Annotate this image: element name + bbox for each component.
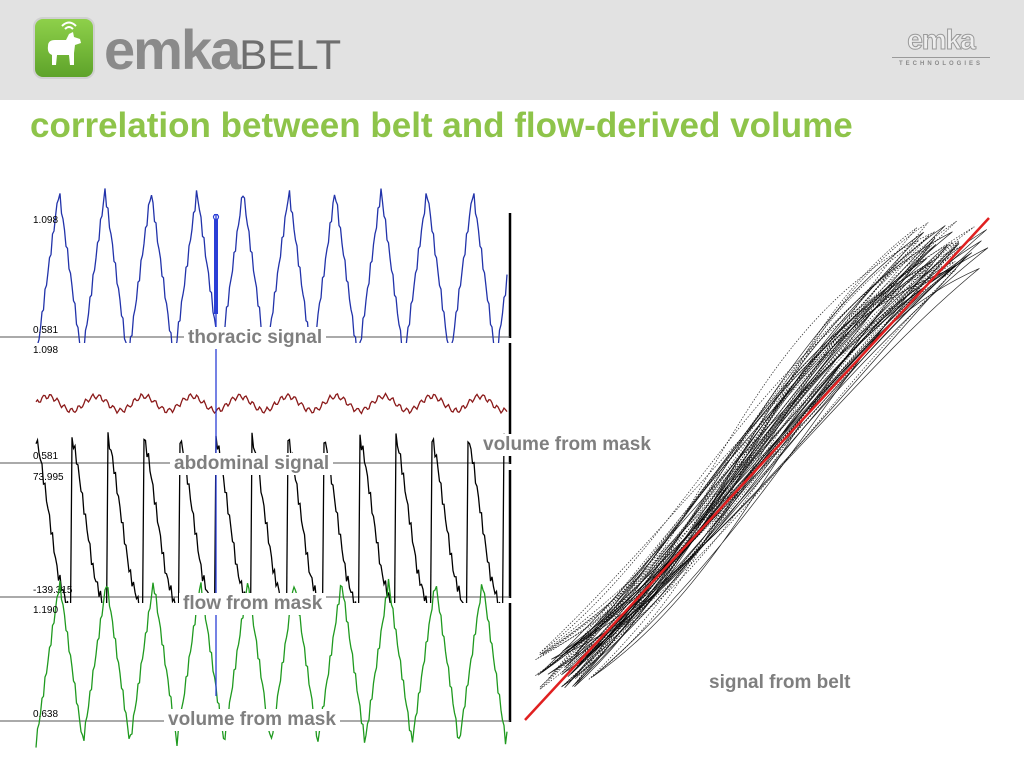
y-max-label-volume: 1.190 — [33, 605, 58, 616]
company-name: emka — [907, 24, 977, 55]
scatter-x-axis-label: signal from belt — [709, 672, 851, 694]
breath-loop — [539, 261, 956, 690]
product-suffix: BELT — [239, 31, 342, 78]
trace-label-volume: volume from mask — [164, 709, 340, 731]
company-logo: emka TECHNOLOGIES — [888, 24, 994, 68]
trace-label-abdominal: abdominal signal — [170, 453, 334, 475]
product-name: emka — [104, 18, 241, 81]
breath-loop — [537, 269, 951, 676]
breath-loop — [564, 244, 937, 689]
breath-loop — [579, 220, 957, 665]
breath-loop — [582, 269, 957, 654]
breath-loop — [579, 241, 953, 660]
company-tagline: TECHNOLOGIES — [898, 61, 983, 67]
product-logo-badge — [33, 17, 95, 79]
breath-loop — [561, 247, 989, 688]
y-max-label-flow: 73.995 — [33, 472, 64, 483]
breath-loop — [574, 261, 933, 656]
dog-icon — [47, 21, 81, 65]
trace-abdominal — [35, 392, 508, 415]
waveform-panels: 1.098 0.581 1.098 0.581 73.995 -139.315 1.190 0… — [0, 188, 512, 748]
page-title: correlation between belt and flow-derive… — [30, 106, 853, 145]
company-logo-rule — [892, 57, 990, 58]
breath-loop — [575, 246, 931, 684]
y-min-label-flow: -139.315 — [33, 585, 73, 596]
scatter-y-axis-label: volume from mask — [483, 434, 651, 456]
breath-loop — [568, 222, 929, 671]
panel-thoracic — [0, 213, 510, 338]
breath-loop — [539, 234, 930, 688]
breath-loop — [577, 237, 936, 665]
trace-label-flow: flow from mask — [179, 593, 327, 615]
y-min-label-thoracic: 0.581 — [33, 325, 58, 336]
panel-abdominal — [0, 343, 510, 464]
breath-loop — [592, 244, 949, 678]
product-logo-text: emkaBELT — [104, 20, 341, 80]
breath-loop — [535, 256, 950, 661]
y-min-label-abdominal: 0.581 — [33, 451, 58, 462]
y-max-label-abdominal: 1.098 — [33, 345, 58, 356]
regression-line — [524, 217, 990, 721]
panel-flow — [0, 470, 510, 598]
trace-volume — [35, 578, 508, 748]
breath-loop — [548, 226, 975, 679]
panel-volume — [0, 603, 510, 722]
header-bar: emkaBELT emka TECHNOLOGIES — [0, 0, 1024, 100]
y-max-label-thoracic: 1.098 — [33, 215, 58, 226]
trace-label-thoracic: thoracic signal — [184, 327, 327, 349]
correlation-scatter-plot — [524, 217, 990, 721]
trace-thoracic — [35, 188, 508, 365]
y-min-label-volume: 0.638 — [33, 709, 58, 720]
breath-loop — [539, 263, 934, 654]
